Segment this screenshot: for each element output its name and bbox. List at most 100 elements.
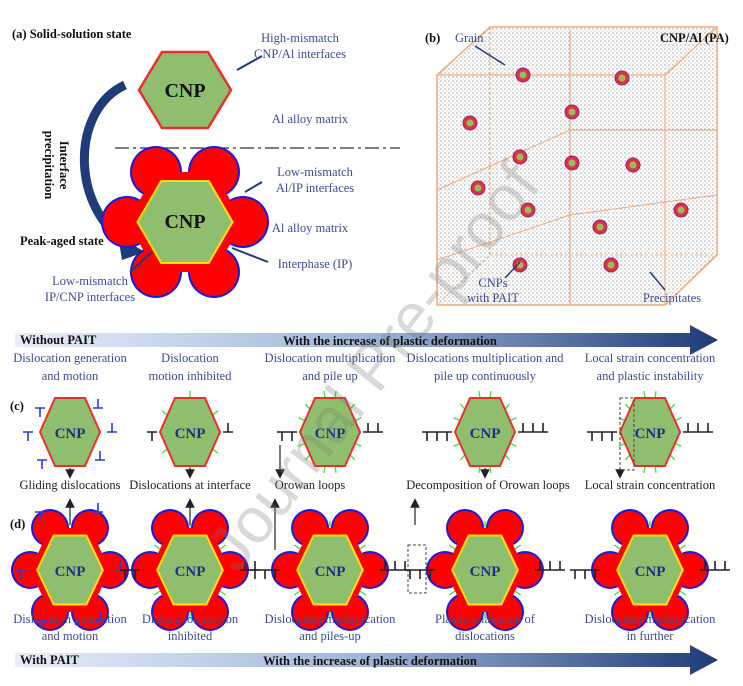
stage-title: Dislocation multiplication bbox=[265, 612, 397, 626]
dislocation-symbol bbox=[270, 569, 280, 579]
dislocation-line bbox=[618, 442, 626, 447]
cnp-hexagon bbox=[158, 397, 222, 467]
dislocation-symbol bbox=[535, 561, 545, 571]
cnp-label: CNP bbox=[470, 564, 501, 580]
dislocation-line bbox=[349, 454, 356, 461]
dislocation-line bbox=[334, 465, 337, 474]
dislocation-symbol bbox=[422, 431, 432, 441]
dislocation-symbol bbox=[415, 569, 425, 579]
stage-result: Local strain concentration bbox=[585, 478, 716, 492]
dislocation-symbol bbox=[277, 431, 287, 441]
panel-b: (b) CNP/Al (PA) Grain CNPs with PAIT Pre… bbox=[425, 26, 729, 306]
with-pait-label: With PAIT bbox=[20, 653, 80, 667]
dislocation-symbol bbox=[120, 569, 130, 579]
high-mismatch-label-2: CNP/Al interfaces bbox=[254, 47, 346, 61]
dislocation-symbol bbox=[528, 423, 538, 433]
cnp-label: CNP bbox=[315, 426, 346, 442]
cnp-hexagon bbox=[298, 397, 362, 467]
dislocation-symbol bbox=[130, 569, 140, 579]
dislocation-line bbox=[161, 410, 168, 416]
dislocation-line bbox=[459, 454, 466, 461]
dislocation-line bbox=[212, 448, 219, 454]
stage-title: and motion bbox=[42, 369, 99, 383]
cnp-core bbox=[568, 159, 576, 167]
pointer-line bbox=[231, 247, 269, 263]
dislocation-line bbox=[478, 465, 481, 474]
dislocation-line bbox=[489, 390, 492, 399]
dislocation-line bbox=[293, 590, 301, 596]
dislocation-line bbox=[509, 417, 517, 422]
dislocation-line bbox=[219, 590, 227, 596]
dislocation-symbol bbox=[518, 423, 528, 433]
process-label-1: Interface bbox=[57, 141, 71, 190]
cnp-solid-solution bbox=[137, 50, 233, 130]
cnp-core bbox=[596, 223, 604, 231]
dislocation-line bbox=[509, 442, 517, 447]
panel-b-title: CNP/Al (PA) bbox=[660, 31, 729, 45]
interphase-label: Interphase (IP) bbox=[278, 257, 353, 271]
cnp-hexagon bbox=[296, 534, 364, 606]
dislocation-line bbox=[298, 417, 306, 422]
cnp-core bbox=[516, 153, 524, 161]
stage-title: and motion bbox=[42, 629, 99, 643]
deformation-label-top: With the increase of plastic deformation bbox=[283, 334, 497, 348]
dislocation-symbol bbox=[597, 431, 607, 441]
dislocation-symbol bbox=[580, 569, 590, 579]
relaxation-region bbox=[407, 544, 427, 594]
dislocation-symbol bbox=[287, 431, 297, 441]
cnp-label: CNP bbox=[175, 426, 206, 442]
cnp-core bbox=[618, 74, 626, 82]
cnp-core bbox=[607, 261, 615, 269]
dislocation-symbol bbox=[700, 561, 710, 571]
matrix-label-top: Al alloy matrix bbox=[272, 112, 349, 126]
peak-aged-label: Peak-aged state bbox=[20, 234, 104, 248]
dislocation-symbol bbox=[35, 407, 45, 417]
high-mismatch-label-1: High-mismatch bbox=[261, 31, 340, 45]
deformation-arrow-top bbox=[15, 325, 718, 355]
dislocation-symbol bbox=[545, 561, 555, 571]
cnp-core bbox=[474, 184, 482, 192]
dislocation-line bbox=[654, 390, 657, 399]
dislocation-symbol bbox=[590, 569, 600, 579]
stage-title: pile up continuously bbox=[434, 369, 537, 383]
dislocation-line bbox=[453, 417, 461, 422]
cnp-label: CNP bbox=[175, 564, 206, 580]
dislocation-symbol bbox=[93, 503, 103, 513]
dislocation-symbol bbox=[35, 511, 45, 521]
dislocation-line bbox=[643, 465, 646, 474]
dislocation-line bbox=[504, 403, 511, 410]
dislocation-line bbox=[669, 454, 676, 461]
pointer-line bbox=[244, 181, 263, 193]
dislocation-symbol bbox=[683, 423, 693, 433]
cnp-label: CNP bbox=[55, 564, 86, 580]
dislocation-line bbox=[304, 454, 311, 461]
stage-result: Orowan loops bbox=[275, 478, 346, 492]
dislocation-line bbox=[448, 544, 456, 550]
grain-label: Grain bbox=[455, 31, 484, 45]
stage-title: Dislocation multiplication bbox=[265, 351, 397, 365]
stage-title: Dislocation generation bbox=[13, 351, 127, 365]
dislocation-line bbox=[453, 442, 461, 447]
row-d-label: (d) bbox=[10, 517, 25, 531]
stage-title: and plastic instability bbox=[597, 369, 705, 383]
dislocation-line bbox=[613, 544, 621, 550]
panel-b-label: (b) bbox=[425, 31, 440, 45]
dislocation-symbol bbox=[15, 569, 25, 579]
dislocation-line bbox=[323, 465, 326, 474]
dislocation-line bbox=[354, 417, 362, 422]
dislocation-line bbox=[514, 590, 522, 596]
dislocation-line bbox=[613, 590, 621, 596]
process-label-2: precipitation bbox=[42, 131, 56, 200]
dislocation-line bbox=[478, 390, 481, 399]
dislocation-symbol bbox=[720, 561, 730, 571]
stage-title: dislocations bbox=[455, 629, 515, 643]
dislocation-symbol bbox=[380, 561, 390, 571]
row-c-label: (c) bbox=[10, 399, 24, 413]
dislocation-line bbox=[298, 442, 306, 447]
cnp-hexagon bbox=[453, 397, 517, 467]
